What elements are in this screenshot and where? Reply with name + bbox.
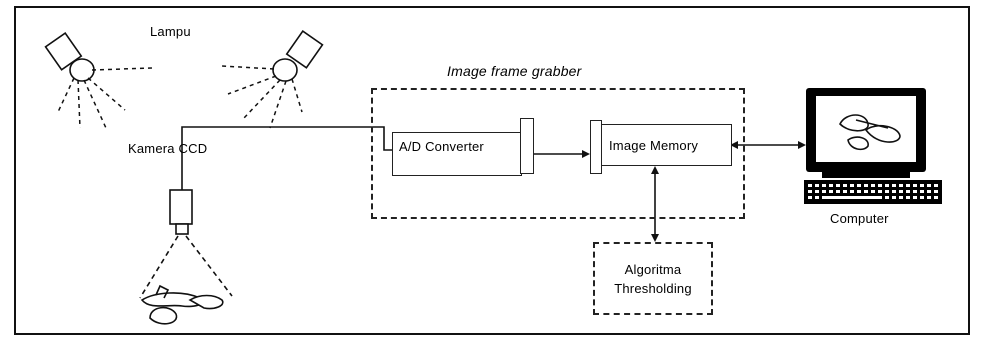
camera-cable <box>182 127 392 190</box>
image-memory-port <box>590 120 602 174</box>
object-icon <box>142 286 223 324</box>
ad-converter-label: A/D Converter <box>399 139 484 154</box>
camera-label: Kamera CCD <box>128 141 207 156</box>
algorithm-thresholding-box: Algoritma Thresholding <box>593 242 713 315</box>
grabber-label: Image frame grabber <box>447 63 582 79</box>
lamp-icon <box>222 31 322 128</box>
computer-monitor-icon <box>806 88 926 178</box>
algorithm-label-line2: Thresholding <box>614 281 692 296</box>
lamp-label: Lampu <box>150 24 191 39</box>
keyboard-icon <box>804 180 942 204</box>
image-memory-box: Image Memory <box>598 124 732 166</box>
algorithm-label-line1: Algoritma <box>625 262 682 277</box>
lamp-icon <box>46 33 152 128</box>
computer-label: Computer <box>830 211 889 226</box>
ad-converter-port <box>520 118 534 174</box>
camera-icon <box>140 190 232 298</box>
ad-converter-box: A/D Converter <box>392 132 522 176</box>
image-memory-label: Image Memory <box>609 138 698 153</box>
